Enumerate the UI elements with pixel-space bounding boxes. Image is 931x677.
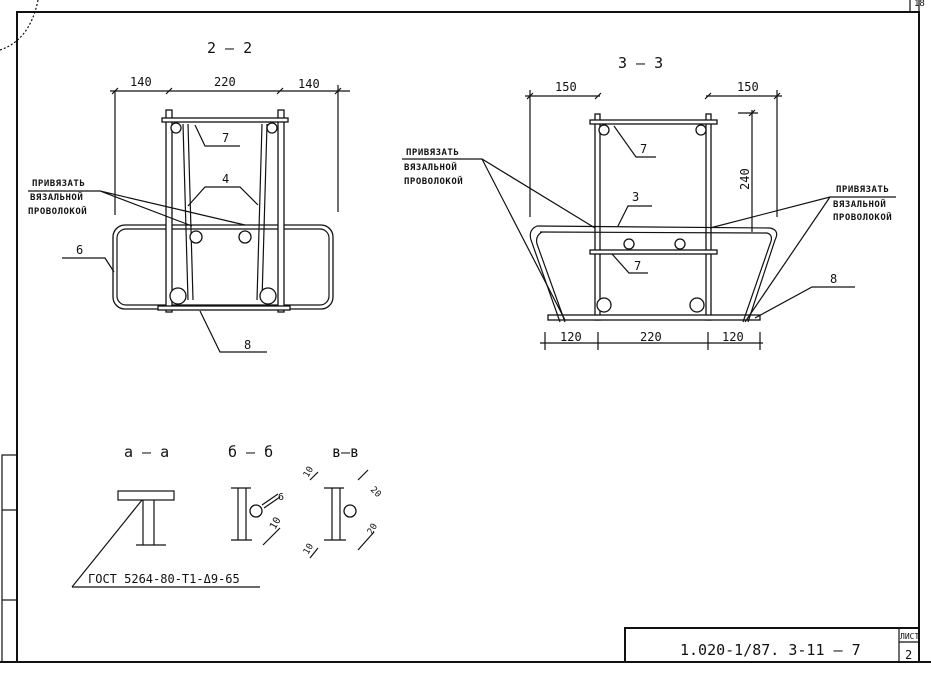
note-line: ПРИВЯЗАТЬ <box>836 185 889 195</box>
sheet-number: 2 <box>905 648 912 662</box>
sheet-label: ЛИСТ <box>900 632 919 641</box>
callout-7: 7 <box>222 131 229 145</box>
note-line: ВЯЗАЛЬНОЙ <box>404 161 457 173</box>
section-title: 2 — 2 <box>207 39 252 57</box>
detail-a-a: а — а ГОСТ 5264-80-Т1-Δ9-65 <box>71 443 260 588</box>
callout-6: 6 <box>76 243 83 257</box>
dim: 150 <box>737 80 759 94</box>
dim: 120 <box>560 330 582 344</box>
section-3-3: 3 — 3 150 150 240 120 220 120 7 3 7 8 <box>402 54 896 350</box>
detail-v-v: в—в 10 20 20 10 <box>302 443 383 559</box>
callout-8: 8 <box>244 338 251 352</box>
weld-dim: 20 <box>366 522 380 536</box>
note-line: ВЯЗАЛЬНОЙ <box>833 198 886 210</box>
gost-note: ГОСТ 5264-80-Т1-Δ9-65 <box>88 572 240 586</box>
section-2-2: 2 — 2 140 220 140 7 4 6 8 ПРИВЯЗАТЬ ВЯЗА… <box>28 39 350 353</box>
callout-4: 4 <box>222 172 229 186</box>
dim: 120 <box>722 330 744 344</box>
note-line: ПРИВЯЗАТЬ <box>406 148 459 158</box>
drawing-code: 1.020-1/87. 3-11 — 7 <box>680 641 861 659</box>
note-line: ПРОВОЛОКОЙ <box>833 211 892 223</box>
dim-vertical: 240 <box>738 168 752 190</box>
detail-title: в—в <box>332 443 359 461</box>
section-title: 3 — 3 <box>618 54 663 72</box>
weld-dim: 10 <box>302 465 316 479</box>
weld-dim: 10 <box>268 516 284 532</box>
sheet-frame <box>0 0 931 663</box>
callout-7: 7 <box>640 142 647 156</box>
callout-3: 3 <box>632 190 639 204</box>
weld-dim: 6 <box>278 492 284 503</box>
dim: 220 <box>640 330 662 344</box>
dim: 150 <box>555 80 577 94</box>
detail-title: б — б <box>228 443 273 461</box>
title-block <box>624 627 920 663</box>
note-line: ПРИВЯЗАТЬ <box>32 179 85 189</box>
dim: 220 <box>214 75 236 89</box>
callout-8: 8 <box>830 272 837 286</box>
note-line: ВЯЗАЛЬНОЙ <box>30 191 83 203</box>
detail-b-b: б — б 6 10 <box>228 443 284 546</box>
weld-dim: 10 <box>302 542 316 556</box>
detail-title: а — а <box>124 443 169 461</box>
callout-7: 7 <box>634 259 641 273</box>
note-line: ПРОВОЛОКОЙ <box>404 175 463 187</box>
page-corner-number: 18 <box>914 0 925 9</box>
note-line: ПРОВОЛОКОЙ <box>28 205 87 217</box>
weld-dim: 20 <box>368 485 383 500</box>
dim: 140 <box>130 75 152 89</box>
dim: 140 <box>298 77 320 91</box>
